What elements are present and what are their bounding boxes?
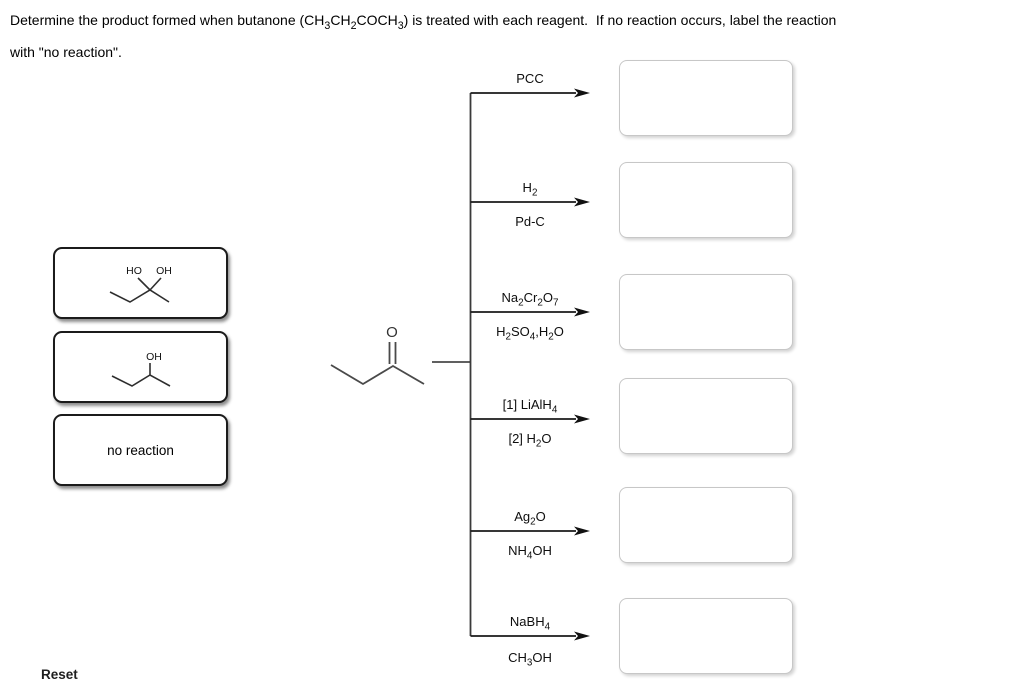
problem-title-line-1: Determine the product formed when butano… <box>10 12 837 32</box>
geminal-diol-structure: HO OH <box>109 265 172 303</box>
problem-title-line-2: with "no reaction". <box>10 43 122 60</box>
answer-dropzone-6[interactable] <box>619 598 793 674</box>
reaction-arrow-4 <box>470 414 590 424</box>
atom-label-oh: OH <box>146 351 162 363</box>
arrowhead-icon <box>574 88 590 98</box>
arrowhead-icon <box>574 414 590 424</box>
reagent-above-1: PCC <box>516 71 544 86</box>
reagent-below-3: H2SO4,H2O <box>496 324 564 343</box>
carbon-skeleton <box>109 289 170 303</box>
answer-dropzone-5[interactable] <box>619 487 793 563</box>
reagent-above-6: NaBH4 <box>509 614 551 633</box>
reagent-below-5: NH4OH <box>508 543 552 562</box>
carbon-skeleton <box>330 364 425 386</box>
answer-option-no-reaction[interactable]: no reaction <box>53 414 228 486</box>
reagent-above-2: H2 <box>522 180 538 199</box>
reagent-below-2: Pd-C <box>515 214 545 229</box>
reaction-arrow-1 <box>470 88 590 98</box>
problem-title: Determine the product formed when butano… <box>10 7 1015 65</box>
reagent-below-4: [2] H2O <box>508 431 552 450</box>
reaction-arrow-3 <box>470 307 590 317</box>
reset-button[interactable]: Reset <box>41 667 78 682</box>
bond-ho <box>137 277 151 291</box>
reagent-above-5: Ag2O <box>514 509 546 528</box>
arrowhead-icon <box>574 197 590 207</box>
reagent-below-6: CH3OH <box>508 650 552 669</box>
bond-oh <box>149 277 162 291</box>
arrowhead-icon <box>574 631 590 641</box>
arrowhead-icon <box>574 307 590 317</box>
answer-option-geminal-diol[interactable]: HO OH <box>53 247 228 319</box>
answer-option-butanol[interactable]: OH <box>53 331 228 403</box>
reaction-arrow-6 <box>470 631 590 641</box>
answer-dropzone-1[interactable] <box>619 60 793 136</box>
answer-dropzone-3[interactable] <box>619 274 793 350</box>
no-reaction-label: no reaction <box>107 442 174 458</box>
atom-label-ho: HO <box>126 265 142 277</box>
atom-label-oxygen: O <box>386 324 398 341</box>
reagent-above-4: [1] LiAlH4 <box>502 397 558 416</box>
butanol-structure: OH <box>111 351 171 387</box>
reaction-arrow-2 <box>470 197 590 207</box>
answer-dropzone-2[interactable] <box>619 162 793 238</box>
butanone-structure: O <box>330 324 425 386</box>
reagent-above-3: Na2Cr2O7 <box>501 290 559 309</box>
arrowhead-icon <box>574 526 590 536</box>
carbon-skeleton <box>111 374 171 387</box>
atom-label-oh: OH <box>156 265 172 277</box>
answer-dropzone-4[interactable] <box>619 378 793 454</box>
